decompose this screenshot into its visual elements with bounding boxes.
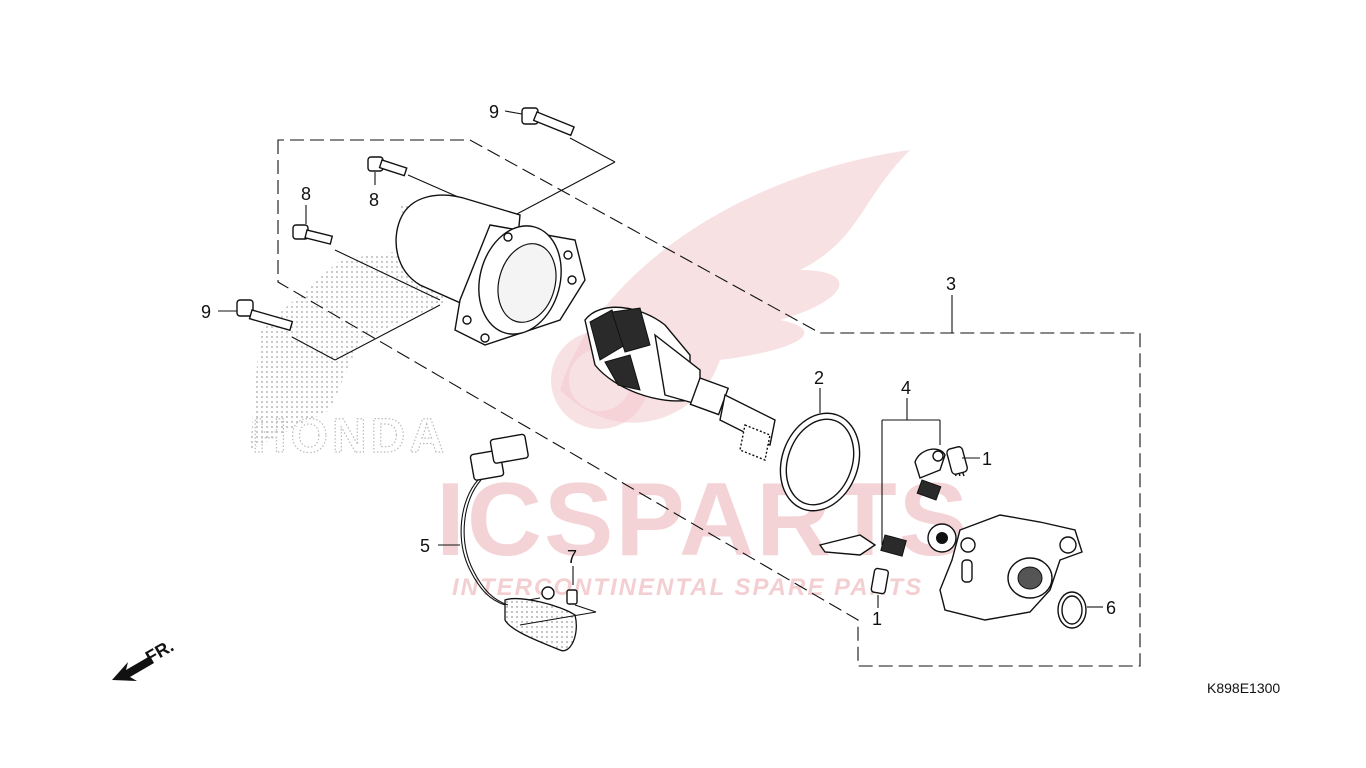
front-direction-arrow: FR. [112, 636, 177, 681]
tagline-watermark: INTERCONTINENTAL SPARE PARTS [452, 574, 923, 601]
callout-labels: 9 8 8 9 3 2 4 1 5 7 1 6 [201, 102, 1116, 629]
callout-9-top: 9 [489, 102, 499, 122]
assembly-boundary [277, 139, 1141, 667]
bolt-9-left [218, 299, 441, 361]
honda-logo-watermark: HONDA [252, 410, 448, 463]
callout-8-left: 8 [301, 184, 311, 204]
callout-9-left: 9 [201, 302, 211, 322]
bolt-9-top [504, 107, 616, 216]
bolt-8-top [367, 156, 466, 201]
callout-2: 2 [814, 368, 824, 388]
o-ring [779, 388, 861, 512]
callout-8-top: 8 [369, 190, 379, 210]
brush-holder-set [818, 398, 980, 608]
callout-4: 4 [901, 378, 911, 398]
terminal-boot [504, 598, 577, 652]
diagram-code: K898E1300 [1207, 680, 1280, 696]
wire-harness [438, 433, 597, 652]
callout-1-upper: 1 [982, 449, 992, 469]
brand-watermark: ICSPARTS [436, 462, 970, 578]
armature [584, 306, 776, 461]
callout-6: 6 [1106, 598, 1116, 618]
bolt-8-left [292, 205, 441, 301]
callout-5: 5 [420, 536, 430, 556]
callout-3: 3 [946, 274, 956, 294]
front-cover [927, 514, 1103, 629]
honda-dots-left [250, 240, 470, 450]
motor-yoke [395, 194, 586, 346]
callout-7: 7 [567, 547, 577, 567]
callout-1-lower: 1 [872, 609, 882, 629]
